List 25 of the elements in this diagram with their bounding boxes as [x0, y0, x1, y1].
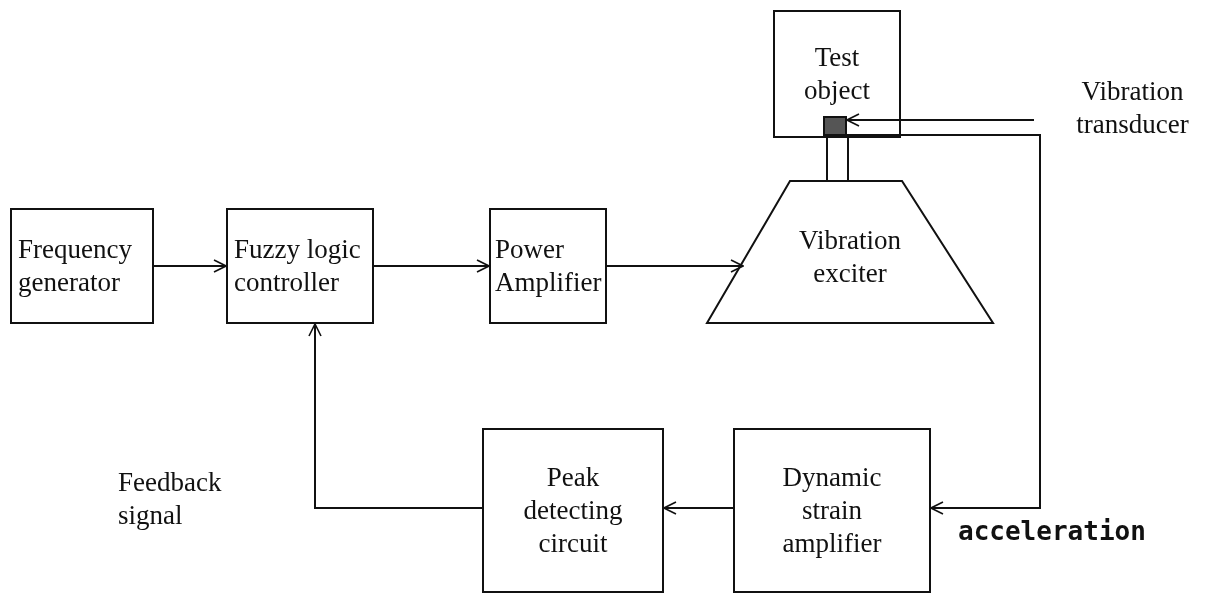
- node-text: Peak detecting circuit: [522, 461, 624, 560]
- node-text: Frequency generator: [18, 233, 133, 299]
- node-text: Vibration exciter: [798, 224, 902, 290]
- node-text: Dynamic strain amplifier: [781, 461, 883, 560]
- arrow: [153, 259, 227, 273]
- shaft-lines: [826, 137, 849, 181]
- arrow: [373, 259, 490, 273]
- arrow: [846, 134, 1041, 515]
- node-text: Test object: [803, 41, 871, 107]
- process-box: [733, 428, 931, 593]
- arrow: [846, 113, 1035, 127]
- arrow: [308, 323, 483, 509]
- exciter-trapezoid: [706, 180, 994, 324]
- process-box: [773, 10, 901, 138]
- node-text: Fuzzy logic controller: [234, 233, 362, 299]
- arrow: [606, 259, 744, 273]
- transducer-square: [823, 116, 847, 136]
- arrow: [663, 501, 734, 515]
- process-box: [489, 208, 607, 324]
- node-text: Vibration transducer: [1075, 75, 1190, 141]
- signal-label: Feedback signal: [118, 466, 223, 532]
- process-box: [10, 208, 154, 324]
- node-text: Power Amplifier: [495, 233, 602, 299]
- process-box: [482, 428, 664, 593]
- process-box: [226, 208, 374, 324]
